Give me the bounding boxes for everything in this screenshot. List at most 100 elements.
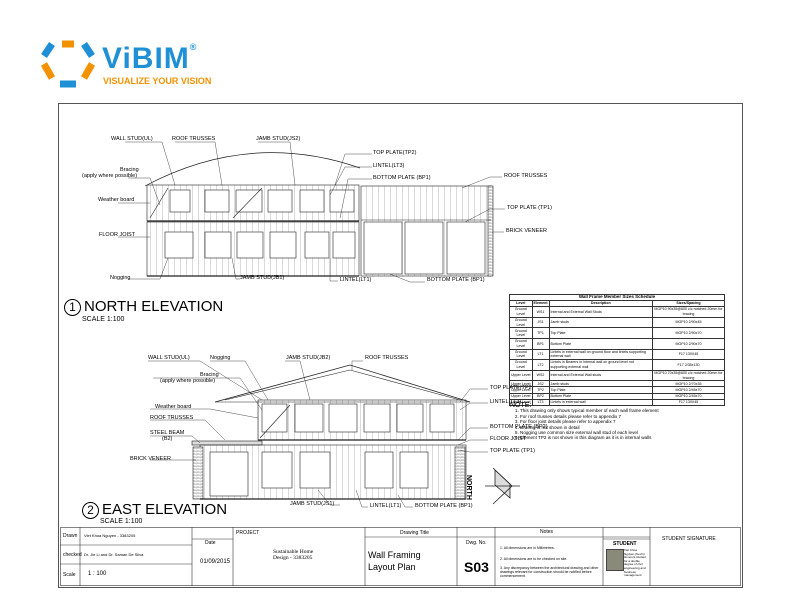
drawn-value: Viet Khoa Nguyen - 3383205 bbox=[84, 533, 136, 538]
label-jamb-jb1: JAMB STUD(JB1) bbox=[240, 275, 285, 281]
north-arrow-label: NORTH bbox=[465, 475, 472, 500]
schedule-cell: JS1 bbox=[531, 316, 550, 329]
schedule-cell: TP1 bbox=[531, 327, 550, 339]
logo-tagline: VISUALIZE YOUR VISION bbox=[103, 76, 212, 86]
schedule-cell: Upper Level bbox=[509, 386, 533, 394]
drawing-notes: NOTE: This drawing only shows typical me… bbox=[510, 402, 725, 441]
label-east-bracing: Bracing bbox=[200, 372, 219, 378]
note-item: For floor joist details please refer to … bbox=[520, 419, 725, 424]
note-item: Bracing is not shown in detail bbox=[520, 425, 725, 430]
schedule-cell: Lintels in external wall bbox=[548, 398, 654, 406]
label-bottom-plate-bp1: BOTTOM PLATE (BP1) bbox=[373, 175, 431, 181]
schedule-header-cell: Sizes/Spacing bbox=[652, 300, 725, 308]
label-east-jamb-jb2: JAMB STUD(JB2) bbox=[286, 355, 331, 361]
label-brick-veneer: BRICK VENEER bbox=[506, 228, 547, 234]
label-east-jamb-js1: JAMB STUD(JS1) bbox=[290, 501, 335, 507]
student-signature-label: STUDENT SIGNATURE bbox=[662, 536, 716, 542]
vibim-logo-mark-icon bbox=[40, 40, 96, 88]
label-lintel-lt3: LINTEL(LT3) bbox=[373, 163, 405, 169]
label-top-plate-tp1: TOP PLATE (TP1) bbox=[507, 205, 552, 211]
drawn-label: Drawn bbox=[63, 533, 78, 539]
student-photo bbox=[606, 549, 624, 571]
scale-label: Scale bbox=[63, 572, 76, 578]
label-bracing-note: (apply where possible) bbox=[82, 173, 138, 179]
schedule-cell: Bottom Plate bbox=[548, 337, 654, 350]
schedule-cell: Upper Level bbox=[509, 369, 533, 382]
schedule-cell: F17 130X45 bbox=[652, 398, 725, 406]
tb-note-1: 1. All dimensions are in Millimetres. bbox=[500, 546, 555, 550]
east-elevation-frame bbox=[191, 364, 471, 500]
label-east-bottom-plate-bp2: BOTTOM PLATE (BP2) bbox=[490, 424, 548, 430]
date-value: 01/09/2015 bbox=[200, 559, 231, 565]
schedule-cell: Ground Level bbox=[509, 337, 533, 350]
schedule-cell: Ground Level bbox=[509, 359, 533, 371]
schedule-cell: Top Plate bbox=[548, 327, 654, 339]
notes-label: Notes bbox=[540, 529, 554, 535]
project-label: PROJECT bbox=[236, 530, 260, 536]
label-east-floor-joist: FLOOR JOIST bbox=[490, 436, 527, 442]
checked-value: Dr. Jie Li and Dr. Saman De Silva bbox=[84, 552, 144, 557]
label-top-plate-tp2: TOP PLATE(TP2) bbox=[373, 150, 417, 156]
north-leader-lines bbox=[118, 141, 505, 283]
schedule-cell: Upper Level bbox=[509, 380, 533, 388]
drawing-title-line1: Wall Framing bbox=[368, 550, 421, 560]
north-scale: SCALE 1:100 bbox=[82, 316, 125, 323]
label-east-roof-trusses: ROOF TRUSSES bbox=[365, 355, 409, 361]
schedule-cell: WS2 bbox=[531, 369, 550, 382]
label-east-top-plate-tp1: TOP PLATE (TP1) bbox=[490, 448, 535, 454]
label-nogging: Nogging bbox=[110, 275, 131, 281]
notes-title: NOTE: bbox=[510, 402, 532, 409]
label-east-wall-stud: WALL STUD(UL) bbox=[148, 355, 190, 361]
schedule-header-cell: Element bbox=[531, 300, 550, 308]
drawing-title-label: Drawing Title bbox=[400, 530, 429, 536]
note-item: For roof trusses details please refer to… bbox=[520, 414, 725, 419]
schedule-cell: Ground Level bbox=[509, 327, 533, 339]
label-bottom-plate-bp1b: BOTTOM PLATE (BP1) bbox=[427, 277, 485, 283]
title-block: Drawn Viet Khoa Nguyen - 3383205 checked… bbox=[60, 527, 741, 586]
schedule-cell: F17 130X45 bbox=[652, 348, 725, 361]
schedule-cell: MGP10 90x35@600 c/c notched 20mm for bra… bbox=[652, 306, 725, 318]
label-steel-beam: STEEL BEAM bbox=[150, 430, 185, 436]
date-label: Date bbox=[205, 540, 216, 546]
student-label: STUDENT bbox=[613, 541, 637, 547]
schedule-cell: MGP10 2/90x70 bbox=[652, 327, 725, 339]
label-east-nogging: Nogging bbox=[210, 355, 231, 361]
label-wall-stud: WALL STUD(UL) bbox=[111, 136, 153, 142]
note-item: Nogging use common size external wall st… bbox=[520, 430, 725, 435]
label-east-brick-veneer: BRICK VENEER bbox=[130, 456, 171, 462]
note-item: Element TP2 is not shown in this diagram… bbox=[520, 435, 725, 440]
schedule-cell: Ground Level bbox=[509, 316, 533, 329]
label-roof-trusses-right: ROOF TRUSSES bbox=[504, 173, 548, 179]
label-jamb-js2: JAMB STUD(JS2) bbox=[256, 136, 301, 142]
schedule-cell: Jamb studs bbox=[548, 316, 654, 329]
schedule-cell: MGP10 2/90x70 bbox=[652, 337, 725, 350]
checked-label: checked bbox=[63, 552, 82, 558]
label-lintel-lt1: LINTEL(LT1) bbox=[340, 277, 372, 283]
label-roof-trusses: ROOF TRUSSES bbox=[172, 136, 216, 142]
note-item: This drawing only shows typical member o… bbox=[520, 408, 725, 413]
label-east-roof-trusses-left: ROOF TRUSSES bbox=[150, 415, 194, 421]
notes-list: This drawing only shows typical member o… bbox=[510, 408, 725, 440]
schedule-cell: WS1 bbox=[531, 306, 550, 318]
schedule-cell: Ground Level bbox=[509, 306, 533, 318]
scale-value: 1 : 100 bbox=[88, 571, 107, 577]
schedule-cell: F17 2/35x130 bbox=[652, 359, 725, 371]
schedule-cell: Internal and External Wall studs bbox=[548, 369, 654, 382]
east-scale: SCALE 1:100 bbox=[100, 518, 143, 525]
north-arrow-icon bbox=[485, 467, 520, 505]
schedule-cell: Ground Level bbox=[509, 348, 533, 361]
tb-note-3: 3. Any discrepancy between the architect… bbox=[500, 566, 599, 578]
label-east-bracing-note: (apply where possible) bbox=[160, 378, 216, 384]
project-value-line1: Sustainable Home bbox=[273, 549, 314, 555]
